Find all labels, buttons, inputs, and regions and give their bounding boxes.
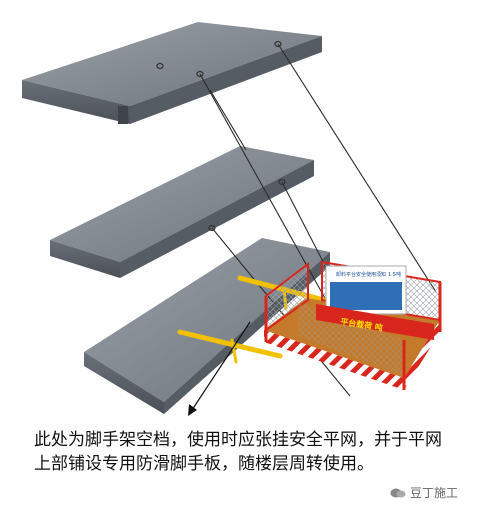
construction-diagram: 卸料平台安全使用须知 1.5吨 平台载荷 吨 <box>22 22 442 416</box>
watermark: 豆丁施工 <box>390 484 458 501</box>
anchor-rings <box>156 40 286 232</box>
floor-slab-middle <box>50 146 314 278</box>
pointer-arrow <box>188 321 251 416</box>
watermark-text: 豆丁施工 <box>409 486 458 500</box>
notice-board: 卸料平台安全使用须知 1.5吨 <box>325 265 407 315</box>
wechat-icon <box>390 488 406 497</box>
caption-text: 此处为脚手架空档，使用时应张挂安全平网，并于平网上部铺设专用防滑脚手板，随楼层周… <box>34 430 442 474</box>
floor-slab-top <box>22 22 322 124</box>
board-title: 卸料平台安全使用须知 <box>336 271 386 278</box>
board-unit: 1.5吨 <box>388 271 401 278</box>
